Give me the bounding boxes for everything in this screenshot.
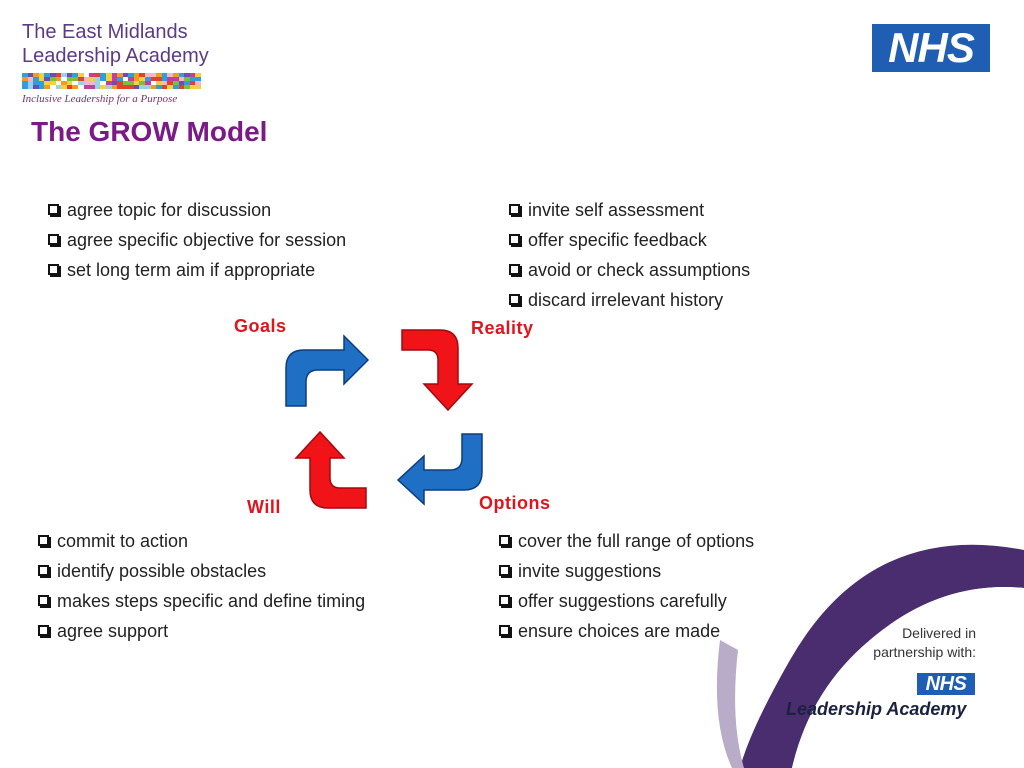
grow-cycle-diagram <box>285 329 483 509</box>
reality-list: invite self assessment offer specific fe… <box>509 195 750 315</box>
nhs-leadership-academy-name: Leadership Academy <box>786 699 967 719</box>
checkbox-icon <box>499 534 510 546</box>
curved-arrow-icon-will <box>294 430 367 509</box>
checkbox-icon <box>509 263 520 275</box>
decorative-swoosh <box>716 544 1024 768</box>
list-item: identify possible obstacles <box>38 556 365 586</box>
checkbox-icon <box>509 293 520 305</box>
list-item: invite suggestions <box>499 556 754 586</box>
academy-name-line2: Leadership Academy <box>22 45 209 67</box>
list-item: commit to action <box>38 526 365 556</box>
list-item: set long term aim if appropriate <box>48 255 346 285</box>
options-list: cover the full range of options invite s… <box>499 526 754 646</box>
list-item: ensure choices are made <box>499 616 754 646</box>
stage-label-goals: Goals <box>234 316 287 336</box>
checkbox-icon <box>499 564 510 576</box>
academy-name-line1: The East Midlands <box>22 21 188 43</box>
list-item: discard irrelevant history <box>509 285 750 315</box>
academy-logo: The East Midlands Leadership Academy Inc… <box>22 20 222 105</box>
checkbox-icon <box>499 624 510 636</box>
slide-title: The GROW Model <box>31 116 268 147</box>
list-item: makes steps specific and define timing <box>38 586 365 616</box>
will-list: commit to action identify possible obsta… <box>38 526 365 646</box>
checkbox-icon <box>38 564 49 576</box>
checkbox-icon <box>48 263 59 275</box>
list-item: agree topic for discussion <box>48 195 346 225</box>
checkbox-icon <box>38 624 49 636</box>
curved-arrow-icon-reality <box>401 329 474 412</box>
academy-logo-mosaic <box>22 73 202 89</box>
checkbox-icon <box>499 594 510 606</box>
checkbox-icon <box>509 203 520 215</box>
curved-arrow-icon-goals <box>285 334 370 407</box>
partnership-note: Delivered in partnership with: <box>873 625 976 660</box>
nhs-logo: NHS <box>872 24 990 72</box>
checkbox-icon <box>38 594 49 606</box>
stage-label-reality: Reality <box>471 318 534 338</box>
stage-label-options: Options <box>479 493 551 513</box>
checkbox-icon <box>48 233 59 245</box>
checkbox-icon <box>48 203 59 215</box>
list-item: agree support <box>38 616 365 646</box>
checkbox-icon <box>509 233 520 245</box>
list-item: avoid or check assumptions <box>509 255 750 285</box>
checkbox-icon <box>38 534 49 546</box>
nhs-small-logo: NHS <box>917 673 975 695</box>
list-item: invite self assessment <box>509 195 750 225</box>
list-item: offer suggestions carefully <box>499 586 754 616</box>
list-item: agree specific objective for session <box>48 225 346 255</box>
academy-tagline: Inclusive Leadership for a Purpose <box>22 93 178 105</box>
curved-arrow-icon-options <box>396 433 483 506</box>
list-item: offer specific feedback <box>509 225 750 255</box>
list-item: cover the full range of options <box>499 526 754 556</box>
stage-label-will: Will <box>247 497 281 517</box>
goals-list: agree topic for discussion agree specifi… <box>48 195 346 285</box>
